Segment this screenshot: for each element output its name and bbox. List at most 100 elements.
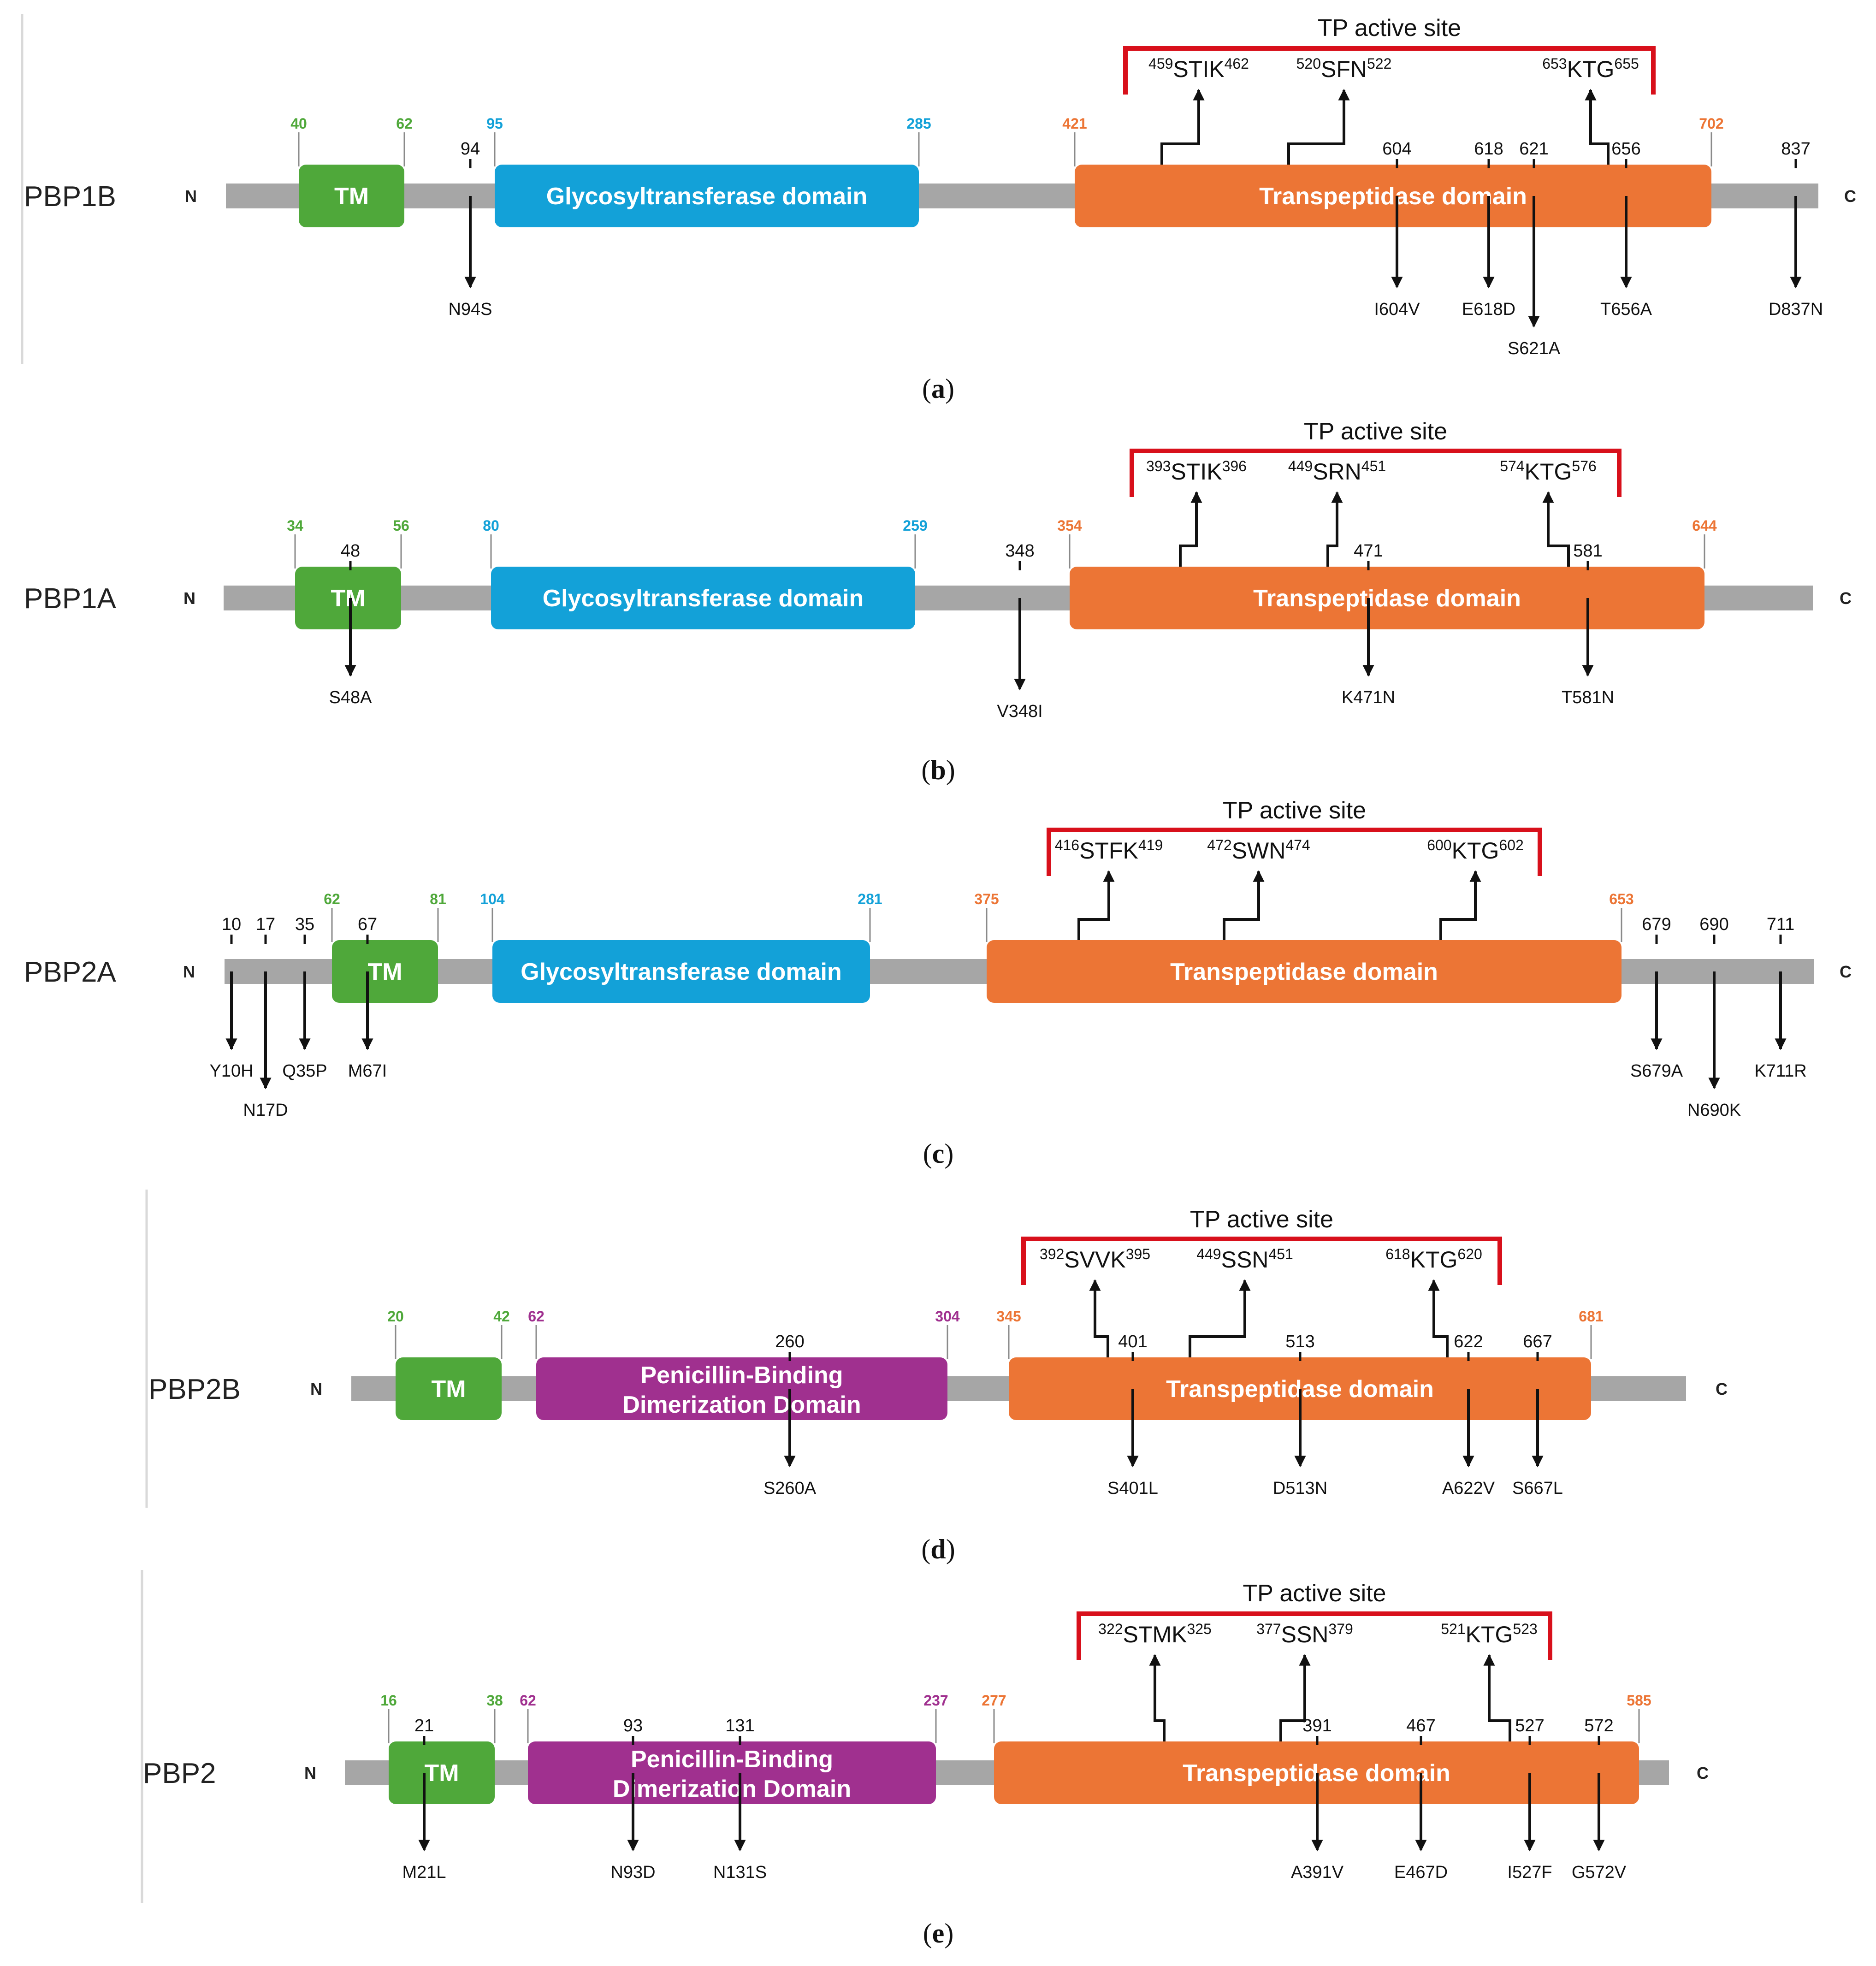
active-site-motif: 322STMK325 xyxy=(1098,1621,1212,1647)
mutation-label: I604V xyxy=(1374,300,1420,319)
mutation-position: 260 xyxy=(775,1332,804,1351)
tm-domain xyxy=(332,940,438,1003)
boundary-label: 81 xyxy=(430,891,446,907)
boundary-label: 42 xyxy=(493,1308,510,1325)
active-site-bracket xyxy=(1047,828,1542,876)
active-site-motif: 392SVVK395 xyxy=(1040,1246,1150,1273)
mutation-position: 837 xyxy=(1781,139,1810,159)
active-site-motif: 653KTG655 xyxy=(1542,55,1639,82)
boundary-label: 644 xyxy=(1692,517,1717,534)
n-terminus-label: N xyxy=(183,962,195,981)
n-terminus-label: N xyxy=(310,1380,322,1398)
mutation-position: 93 xyxy=(623,1716,643,1735)
mutation-label: Q35P xyxy=(282,1061,327,1081)
boundary-label: 34 xyxy=(287,517,303,534)
domain-label: Dimerization Domain xyxy=(622,1392,861,1418)
mutation-label: D513N xyxy=(1273,1479,1327,1498)
active-site-motif: 449SRN451 xyxy=(1288,458,1386,485)
mutation-label: N17D xyxy=(243,1101,288,1120)
motif-arrow xyxy=(1077,870,1115,940)
active-site-title: TP active site xyxy=(1304,418,1447,445)
active-site-bracket xyxy=(1077,1611,1552,1660)
domain-label: TM xyxy=(331,585,365,612)
boundary-label: 40 xyxy=(290,115,307,132)
tm-domain xyxy=(299,165,404,227)
boundary-label: 16 xyxy=(380,1692,397,1709)
boundary-label: 281 xyxy=(858,891,882,907)
motif-arrow xyxy=(1326,491,1343,567)
n-terminus-label: N xyxy=(185,187,197,206)
boundary-label: 345 xyxy=(996,1308,1021,1325)
mutation-label: M67I xyxy=(348,1061,387,1081)
mutation-label: S621A xyxy=(1508,339,1561,358)
motif-arrow xyxy=(1223,870,1265,940)
domain-label: Transpeptidase domain xyxy=(1170,959,1438,985)
c-terminus-label: C xyxy=(1716,1380,1728,1398)
boundary-label: 585 xyxy=(1627,1692,1651,1709)
active-site-motif: 393STIK396 xyxy=(1146,458,1247,485)
boundary-label: 285 xyxy=(906,115,931,132)
active-site-title: TP active site xyxy=(1223,797,1366,824)
mutation-label: N94S xyxy=(448,300,492,319)
tm-domain xyxy=(396,1357,502,1420)
mutation-position: 667 xyxy=(1523,1332,1552,1351)
active-site-motif: 472SWN474 xyxy=(1207,837,1310,864)
motif-arrow xyxy=(1428,1279,1449,1357)
active-site-motif: 600KTG602 xyxy=(1427,837,1524,864)
panel-caption: (e) xyxy=(923,1918,954,1948)
mutation-position: 391 xyxy=(1302,1716,1332,1735)
active-site-motif: 618KTG620 xyxy=(1385,1246,1482,1273)
boundary-label: 421 xyxy=(1062,115,1087,132)
domain-label: Penicillin-Binding xyxy=(640,1362,843,1389)
mutation-label: N93D xyxy=(610,1863,655,1882)
boundary-label: 304 xyxy=(935,1308,960,1325)
panel-caption: (b) xyxy=(921,755,955,785)
boundary-label: 95 xyxy=(486,115,503,132)
active-site-title: TP active site xyxy=(1318,15,1461,41)
mutation-position: 656 xyxy=(1611,139,1640,159)
mutation-label: V348I xyxy=(997,702,1042,721)
tm-domain xyxy=(389,1741,495,1804)
gt-domain xyxy=(491,567,915,629)
mutation-position: 17 xyxy=(256,915,275,934)
mutation-position: 679 xyxy=(1642,915,1671,934)
motif-arrow xyxy=(1279,1654,1311,1741)
domain-label: TM xyxy=(367,959,402,985)
gt-domain xyxy=(492,940,870,1003)
mutation-label: G572V xyxy=(1572,1863,1627,1882)
protein-name: PBP2 xyxy=(143,1758,216,1789)
domain-label: Penicillin-Binding xyxy=(631,1746,833,1773)
mutation-position: 690 xyxy=(1699,915,1728,934)
boundary-label: 62 xyxy=(528,1308,544,1325)
boundary-label: 56 xyxy=(393,517,409,534)
c-terminus-label: C xyxy=(1844,187,1856,206)
mutation-label: Y10H xyxy=(209,1061,253,1081)
boundary-label: 702 xyxy=(1699,115,1723,132)
active-site-motif: 574KTG576 xyxy=(1500,458,1597,485)
mutation-label: N131S xyxy=(713,1863,767,1882)
mutation-position: 572 xyxy=(1584,1716,1613,1735)
domain-label: Transpeptidase domain xyxy=(1253,585,1521,612)
mutation-position: 604 xyxy=(1382,139,1411,159)
domain-label: Glycosyltransferase domain xyxy=(546,183,868,210)
boundary-label: 375 xyxy=(974,891,999,907)
mutation-label: N690K xyxy=(1687,1101,1741,1120)
mutation-position: 35 xyxy=(295,915,314,934)
active-site-bracket xyxy=(1123,46,1656,95)
domain-label: TM xyxy=(431,1376,466,1403)
pbd-domain xyxy=(528,1741,936,1804)
mutation-label: T581N xyxy=(1562,688,1614,707)
panel-caption: (c) xyxy=(923,1138,954,1169)
motif-arrow xyxy=(1483,1654,1511,1741)
mutation-label: E618D xyxy=(1462,300,1515,319)
motif-arrow xyxy=(1089,1279,1109,1357)
mutation-label: K471N xyxy=(1342,688,1395,707)
tp-domain xyxy=(987,940,1622,1003)
tm-domain xyxy=(295,567,401,629)
boundary-label: 62 xyxy=(396,115,413,132)
active-site-bracket xyxy=(1021,1237,1502,1285)
